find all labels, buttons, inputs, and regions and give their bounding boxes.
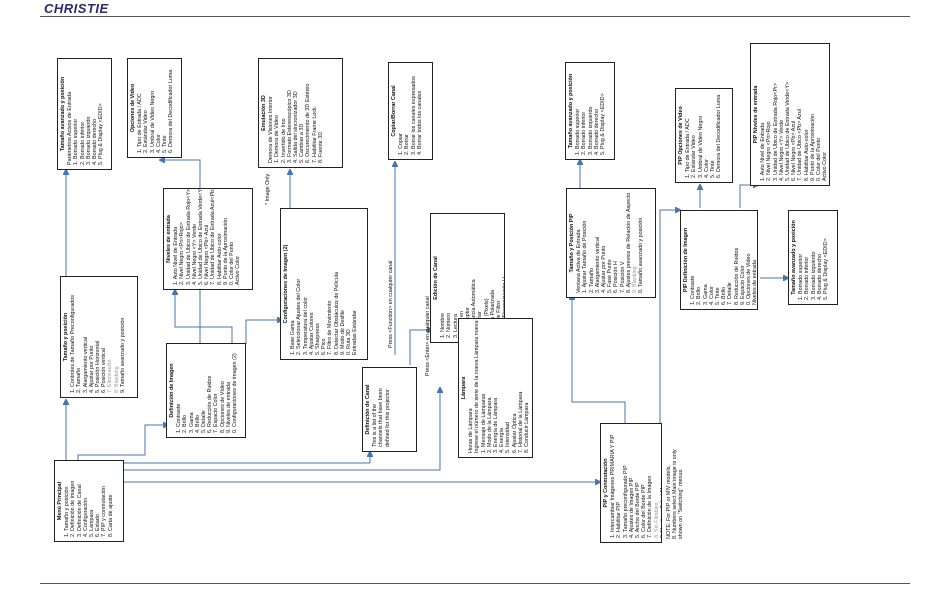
header-rule xyxy=(40,16,910,17)
menu-item[interactable]: 8. Carta de ajuste xyxy=(107,494,114,537)
menu-item[interactable]: Ingrese el número de serie de la nueva L… xyxy=(474,320,481,453)
menu-item[interactable]: Niveles de entrada xyxy=(752,260,758,305)
menu-item[interactable]: 0. Tamaño avanzado y posición xyxy=(638,217,645,293)
menu-item[interactable]: 3. Borrar los canales expresados xyxy=(410,76,417,155)
menu-item[interactable]: Entradas Estándar xyxy=(352,310,359,355)
emulation-3d-title: Emulación 3D xyxy=(261,95,267,131)
size-position-title: Tamaño y posición xyxy=(63,312,69,362)
channel-definition-title: Definición de Canal xyxy=(365,384,371,435)
pip-note-box: NOTE: For PIP or MIV models,8. Numbers s… xyxy=(664,443,692,543)
image-definition-title: Definición de Imagen xyxy=(169,363,175,418)
pip-note-items: NOTE: For PIP or MIV models,8. Numbers s… xyxy=(666,447,685,539)
video-options-title: Opciones de Video xyxy=(130,83,136,133)
menu-item[interactable]: 8. Fuente 3D xyxy=(317,131,324,163)
pip-image-definition-title: PIP Definición de Imagen xyxy=(683,227,689,293)
menu-item[interactable]: 9. Tamaño avanzado y posición xyxy=(119,317,126,393)
pip-switching-title: PIP y Conmutación xyxy=(603,458,609,508)
menu-item[interactable]: 7. Unidad de Ubico de Entrada Azul<Pb> xyxy=(210,188,217,285)
footer-rule xyxy=(40,583,910,584)
advanced-size-left-title: Tamaño avanzado y posición xyxy=(60,76,66,152)
advanced-size-right-1-title: Tamaño avanzado y posición xyxy=(568,73,574,149)
image-only-label: * Image Only xyxy=(265,173,271,205)
menu-item[interactable]: 0. Configuraciones de imagen (2) xyxy=(232,353,239,433)
menu-item[interactable]: Activo Color xyxy=(822,151,829,181)
channel-edit-title: Edición de Canal xyxy=(433,256,439,300)
image-settings-2-title: Configuraciones de Imagen (2) xyxy=(283,244,289,324)
link-pip-size xyxy=(572,295,626,423)
pip-video-options-title: PIP Opciones de Video xyxy=(678,106,684,165)
input-levels-title: Niveles de entrada xyxy=(166,215,172,263)
menu-item[interactable]: 6. Demora del Decodificador Luma xyxy=(716,94,723,178)
copy-delete-channel-title: Copiar/Borrar Canal xyxy=(391,85,397,137)
menu-item[interactable]: 5. Plug & Display <EDID> xyxy=(98,103,105,165)
image-settings-2-box: Configuraciones de Imagen (2)1. Base Gam… xyxy=(280,208,368,360)
press-enter-label: Press <Enter> en cualquier canal xyxy=(425,296,431,376)
main-menu-title: Menú Principal xyxy=(57,481,63,521)
link-imgdef-levels xyxy=(175,290,233,344)
menu-item[interactable]: defined for this projector xyxy=(384,389,391,447)
link-pip-imgdef xyxy=(659,210,680,423)
pip-input-levels-title: PIP Niveles de entrada xyxy=(753,85,759,144)
link-imgdef-settings2 xyxy=(245,320,282,344)
christie-logo: CHRISTIE xyxy=(44,1,109,16)
menu-item[interactable]: 4. Borrar todos los canales xyxy=(416,90,423,155)
press-function-label: Press <Function> en cualquier canal xyxy=(388,260,394,348)
menu-item[interactable]: 3. Unidad de Ubico de Entrada Rojo<Y> xyxy=(185,188,192,285)
menu-item[interactable]: 5. Plug & Display <EDID> xyxy=(600,93,607,155)
link-channel-edit xyxy=(409,330,432,365)
link-pipimg-levels xyxy=(739,185,758,208)
lamp-title: Lámpara xyxy=(461,376,467,400)
menu-item[interactable]: 8. Conducir Lámpara xyxy=(524,402,531,453)
advanced-size-right-2-title: Tamaño avanzado y posición xyxy=(791,220,797,295)
pip-size-position-title: Tamaño y Posición PIP xyxy=(569,213,575,273)
menu-item[interactable]: shown on "Switching" menus. xyxy=(678,468,685,539)
menu-item[interactable]: 9. Numbers Select Main image xyxy=(659,464,662,538)
menu-item[interactable]: 5. Plug & Display <EDID> xyxy=(823,238,830,300)
menu-item[interactable]: 6. Demora del Decodificador Luma xyxy=(168,69,175,153)
menu-item[interactable]: Activo Color xyxy=(235,255,242,285)
